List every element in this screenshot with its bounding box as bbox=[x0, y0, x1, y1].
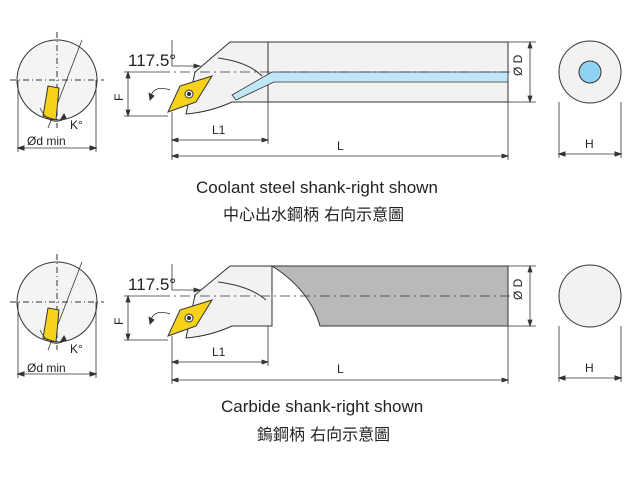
shank-end-view-top bbox=[557, 40, 623, 158]
l-label-bottom: L bbox=[337, 362, 344, 376]
tool-side-view-bottom bbox=[160, 265, 515, 339]
diameter-min-label-top: Ød min bbox=[27, 134, 66, 148]
f-label-bottom: F bbox=[112, 318, 126, 325]
carbide-shank-section: K° Ød min 117.5° bbox=[10, 254, 623, 444]
kappa-label-bottom: K° bbox=[70, 342, 83, 356]
caption-en-bottom: Carbide shank-right shown bbox=[221, 397, 423, 416]
insert-side-view-top bbox=[42, 85, 60, 121]
diameter-min-label-bottom: Ød min bbox=[27, 361, 66, 375]
tool-side-view-top bbox=[160, 41, 515, 115]
caption-zh-bottom: 鎢鋼柄 右向示意圖 bbox=[257, 425, 390, 444]
od-label-top: Ø D bbox=[511, 54, 525, 76]
f-label-top: F bbox=[112, 94, 126, 101]
l-dimension-bottom bbox=[170, 326, 510, 384]
shank-end-view-bottom bbox=[557, 264, 623, 382]
insert-side-view-bottom bbox=[42, 307, 60, 343]
kappa-label-top: K° bbox=[70, 118, 83, 132]
angle-label-top: 117.5° bbox=[128, 51, 176, 70]
coolant-channel bbox=[231, 71, 509, 101]
l1-dimension-bottom bbox=[170, 326, 270, 384]
l1-dimension-top bbox=[170, 102, 270, 160]
angle-label-bottom: 117.5° bbox=[128, 275, 176, 294]
caption-en-top: Coolant steel shank-right shown bbox=[196, 178, 438, 197]
f-dimension-top bbox=[124, 70, 168, 118]
od-dimension-top bbox=[508, 40, 536, 104]
f-dimension-bottom bbox=[124, 294, 168, 342]
coolant-bore-hole bbox=[578, 60, 602, 84]
l1-label-bottom: L1 bbox=[212, 345, 226, 359]
caption-zh-top: 中心出水鋼柄 右向示意圖 bbox=[223, 205, 404, 224]
od-dimension-bottom bbox=[508, 264, 536, 328]
l1-label-top: L1 bbox=[212, 123, 226, 137]
h-label-top: H bbox=[585, 137, 594, 151]
l-dimension-top bbox=[170, 102, 510, 160]
l-label-top: L bbox=[337, 139, 344, 153]
bore-end-view-top bbox=[10, 32, 104, 152]
h-label-bottom: H bbox=[585, 361, 594, 375]
coolant-shank-section: K° Ød min 117.5° bbox=[10, 32, 623, 224]
od-label-bottom: Ø D bbox=[511, 278, 525, 300]
angle-dimension-top bbox=[148, 40, 202, 101]
angle-dimension-bottom bbox=[148, 264, 202, 325]
bore-end-view-bottom bbox=[10, 254, 104, 378]
